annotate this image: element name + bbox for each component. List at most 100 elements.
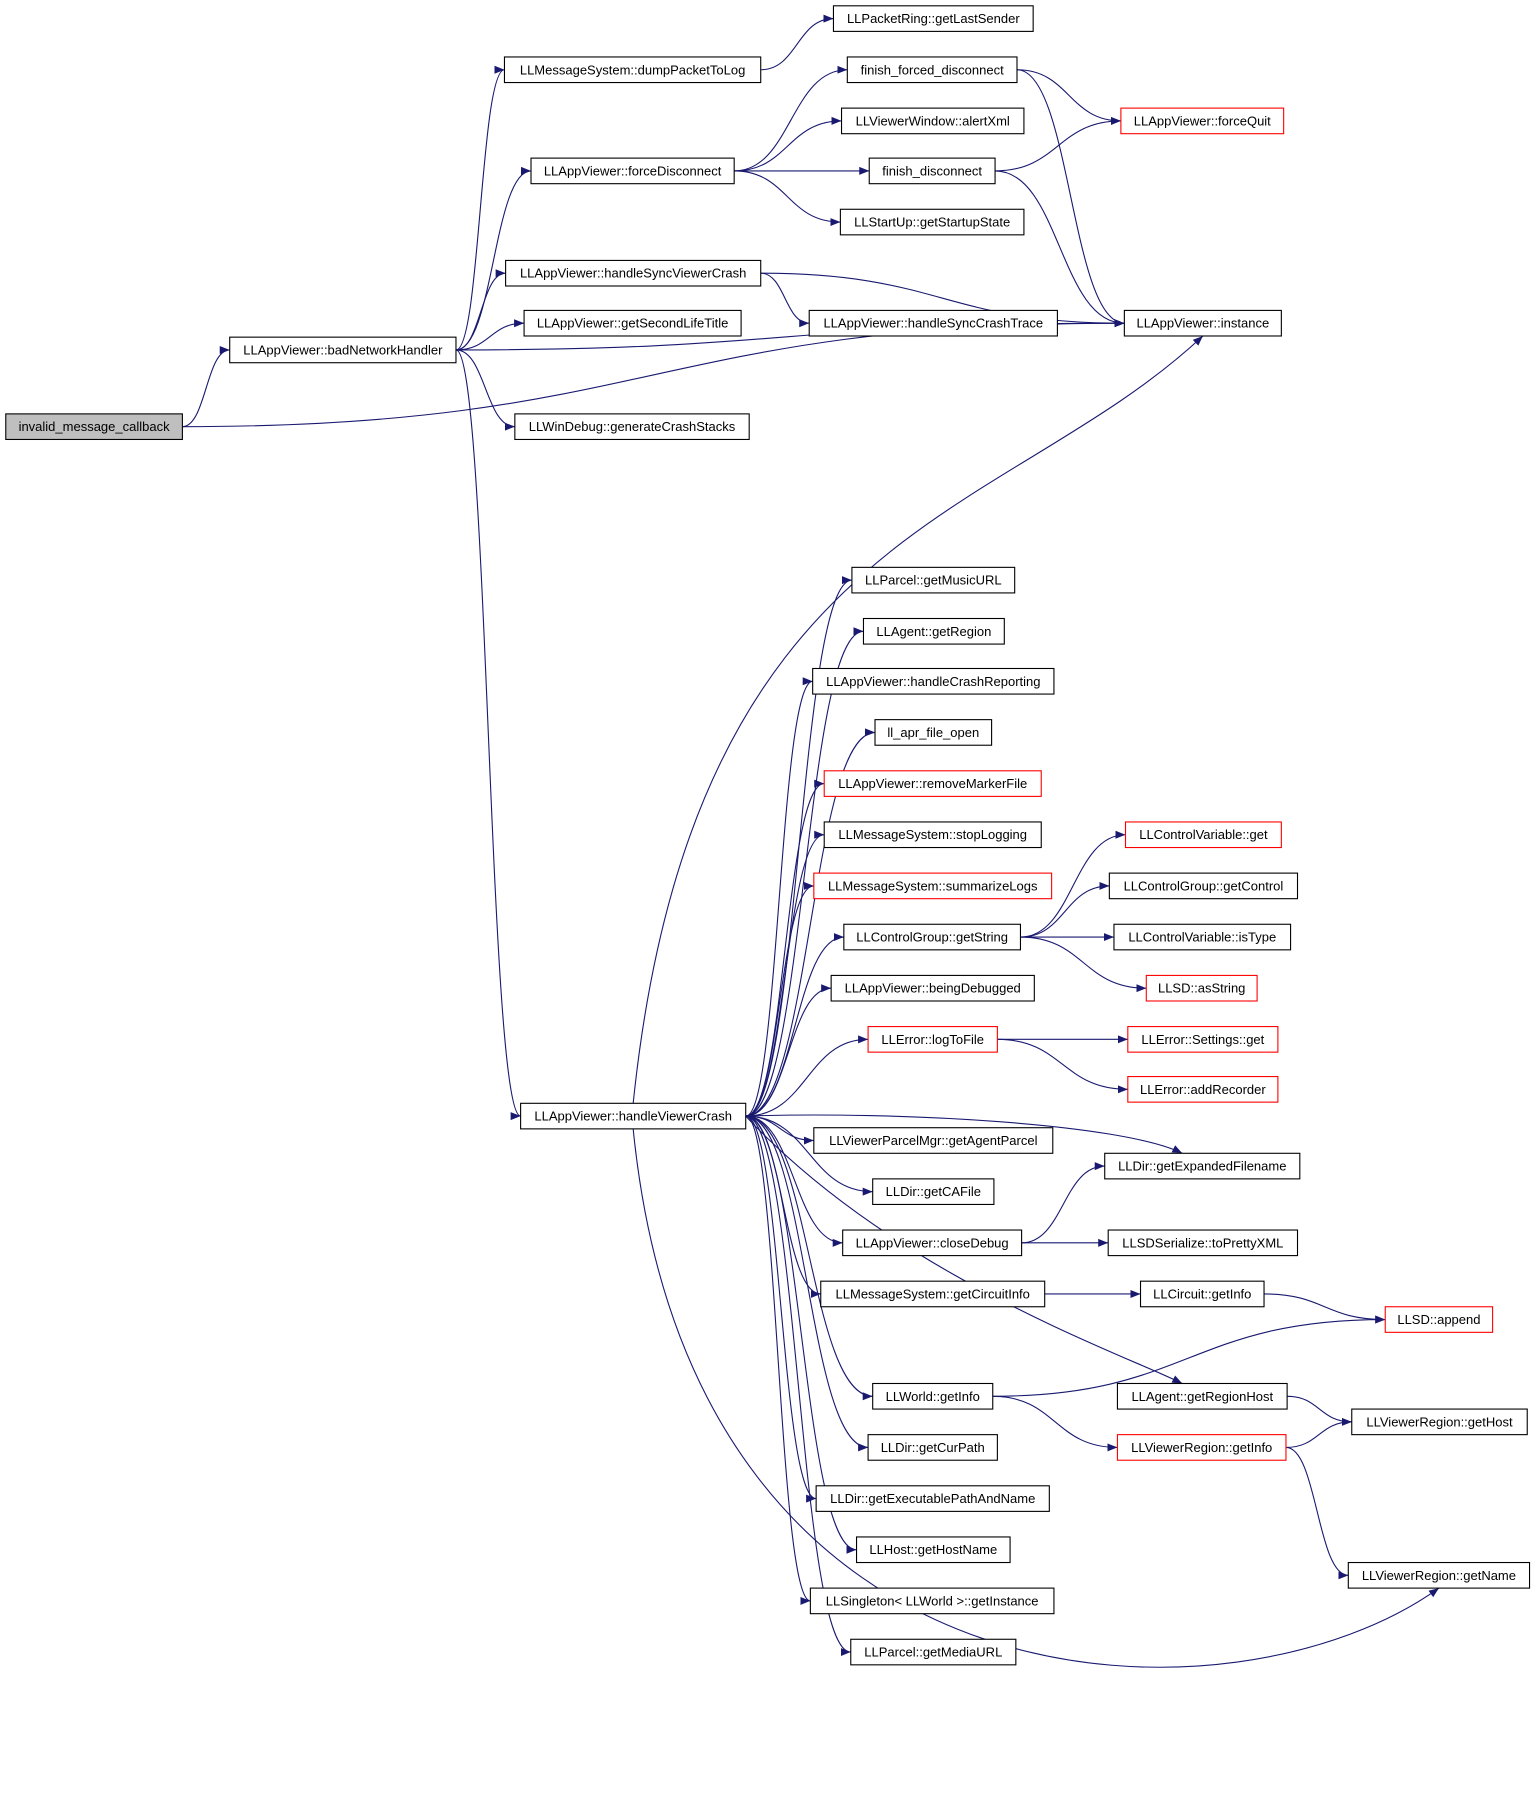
- node-box: [823, 821, 1042, 849]
- node-summarize-logs[interactable]: LLMessageSystem::summarizeLogs: [813, 872, 1053, 900]
- node-world-get-info[interactable]: LLWorld::getInfo: [872, 1382, 994, 1410]
- node-label: LLAppViewer::instance: [1136, 316, 1269, 331]
- node-get-cur-path[interactable]: LLDir::getCurPath: [867, 1434, 998, 1461]
- node-get-executable-path-and-name[interactable]: LLDir::getExecutablePathAndName: [815, 1485, 1050, 1512]
- edge-get-string-to-get-control: [1020, 881, 1110, 938]
- node-get-media-url[interactable]: LLParcel::getMediaURL: [850, 1638, 1017, 1666]
- node-handle-sync-viewer-crash[interactable]: LLAppViewer::handleSyncViewerCrash: [505, 259, 762, 287]
- node-get-control[interactable]: LLControlGroup::getControl: [1108, 872, 1299, 900]
- node-being-debugged[interactable]: LLAppViewer::beingDebugged: [830, 974, 1035, 1002]
- node-label: LLAppViewer::forceQuit: [1134, 113, 1271, 128]
- edge-bad-network-handler-to-handle-viewer-crash: [455, 349, 522, 1120]
- node-label: LLDir::getExpandedFilename: [1118, 1159, 1286, 1174]
- node-alert-xml[interactable]: LLViewerWindow::alertXml: [840, 107, 1025, 135]
- edge-region-get-info-to-get-name: [1285, 1446, 1349, 1580]
- node-get-string[interactable]: LLControlGroup::getString: [843, 923, 1022, 951]
- node-label: LLAppViewer::forceDisconnect: [544, 163, 722, 178]
- node-handle-sync-crash-trace[interactable]: LLAppViewer::handleSyncCrashTrace: [808, 309, 1058, 337]
- node-label: LLSD::append: [1397, 1312, 1480, 1327]
- edge-log-to-file-to-add-recorder: [997, 1038, 1128, 1094]
- node-finish-forced-disconnect[interactable]: finish_forced_disconnect: [846, 56, 1018, 84]
- node-is-type[interactable]: LLControlVariable::isType: [1113, 923, 1292, 951]
- node-box: [1108, 872, 1299, 900]
- node-box: [505, 259, 762, 287]
- node-bad-network-handler[interactable]: LLAppViewer::badNetworkHandler: [229, 336, 457, 364]
- node-ll-apr-file-open[interactable]: ll_apr_file_open: [874, 719, 993, 746]
- edge-handle-viewer-crash-to-get-executable-path-and-name: [745, 1115, 817, 1503]
- node-get-circuit-info[interactable]: LLMessageSystem::getCircuitInfo: [820, 1280, 1046, 1308]
- edge-get-string-to-cv-get: [1020, 830, 1126, 938]
- node-get-agent-parcel[interactable]: LLViewerParcelMgr::getAgentParcel: [813, 1127, 1054, 1154]
- node-box: [1351, 1408, 1528, 1436]
- edge-bad-network-handler-to-get-second-life-title: [455, 319, 525, 351]
- node-get-instance[interactable]: LLSingleton< LLWorld >::getInstance: [809, 1587, 1055, 1615]
- node-get-music-url[interactable]: LLParcel::getMusicURL: [851, 566, 1016, 594]
- node-label: LLMessageSystem::getCircuitInfo: [836, 1286, 1030, 1301]
- edge-bad-network-handler-to-generate-crash-stacks: [455, 349, 515, 431]
- node-label: LLDir::getExecutablePathAndName: [830, 1491, 1035, 1506]
- node-to-pretty-xml[interactable]: LLSDSerialize::toPrettyXML: [1107, 1229, 1299, 1257]
- node-instance[interactable]: LLAppViewer::instance: [1123, 309, 1282, 337]
- node-get-startup-state[interactable]: LLStartUp::getStartupState: [839, 208, 1025, 236]
- node-get-host[interactable]: LLViewerRegion::getHost: [1351, 1408, 1528, 1436]
- edge-finish-forced-disconnect-to-force-quit: [1016, 69, 1121, 125]
- node-label: LLSD::asString: [1158, 981, 1245, 996]
- node-get-host-name[interactable]: LLHost::getHostName: [855, 1536, 1011, 1564]
- node-get-region[interactable]: LLAgent::getRegion: [862, 617, 1005, 645]
- node-dump-packet-to-log[interactable]: LLMessageSystem::dumpPacketToLog: [503, 56, 762, 84]
- node-label: LLPacketRing::getLastSender: [847, 11, 1020, 26]
- node-label: LLViewerRegion::getName: [1362, 1568, 1516, 1583]
- node-remove-marker-file[interactable]: LLAppViewer::removeMarkerFile: [823, 770, 1042, 797]
- node-settings-get[interactable]: LLError::Settings::get: [1127, 1026, 1279, 1053]
- node-handle-viewer-crash[interactable]: LLAppViewer::handleViewerCrash: [520, 1102, 747, 1130]
- node-label: LLMessageSystem::stopLogging: [838, 827, 1027, 842]
- node-box: [1145, 974, 1258, 1002]
- node-generate-crash-stacks[interactable]: LLWinDebug::generateCrashStacks: [514, 413, 750, 441]
- node-box: [867, 1434, 998, 1461]
- node-get-expanded-filename[interactable]: LLDir::getExpandedFilename: [1104, 1152, 1301, 1180]
- node-get-last-sender[interactable]: LLPacketRing::getLastSender: [832, 5, 1034, 32]
- node-label: LLStartUp::getStartupState: [854, 215, 1010, 230]
- node-box: [842, 1229, 1023, 1257]
- node-label: LLAppViewer::beingDebugged: [845, 981, 1021, 996]
- node-box: [1139, 1280, 1265, 1308]
- node-finish-disconnect[interactable]: finish_disconnect: [868, 157, 996, 185]
- node-label: LLSingleton< LLWorld >::getInstance: [826, 1593, 1039, 1608]
- edge-handle-viewer-crash-to-world-get-info: [745, 1115, 873, 1401]
- node-get-name[interactable]: LLViewerRegion::getName: [1347, 1561, 1531, 1589]
- node-box: [1120, 107, 1285, 135]
- node-invalid-message-callback[interactable]: invalid_message_callback: [5, 413, 183, 441]
- node-label: LLViewerRegion::getInfo: [1131, 1440, 1272, 1455]
- node-as-string[interactable]: LLSD::asString: [1145, 974, 1258, 1002]
- node-get-region-host[interactable]: LLAgent::getRegionHost: [1116, 1382, 1288, 1410]
- node-label: LLWinDebug::generateCrashStacks: [529, 419, 736, 434]
- node-add-recorder[interactable]: LLError::addRecorder: [1127, 1076, 1279, 1103]
- node-stop-logging[interactable]: LLMessageSystem::stopLogging: [823, 821, 1042, 849]
- node-append[interactable]: LLSD::append: [1384, 1306, 1494, 1333]
- node-get-second-life-title[interactable]: LLAppViewer::getSecondLifeTitle: [523, 309, 742, 337]
- node-get-cafile[interactable]: LLDir::getCAFile: [872, 1178, 995, 1205]
- node-circuit-get-info[interactable]: LLCircuit::getInfo: [1139, 1280, 1265, 1308]
- node-box: [830, 974, 1035, 1002]
- edge-handle-viewer-crash-to-get-host-name: [745, 1115, 857, 1554]
- node-force-disconnect[interactable]: LLAppViewer::forceDisconnect: [530, 157, 735, 185]
- edge-handle-viewer-crash-to-summarize-logs: [745, 881, 814, 1117]
- node-region-get-info[interactable]: LLViewerRegion::getInfo: [1116, 1434, 1287, 1461]
- node-label: ll_apr_file_open: [887, 725, 979, 740]
- node-cv-get[interactable]: LLControlVariable::get: [1124, 821, 1282, 849]
- node-label: LLViewerParcelMgr::getAgentParcel: [829, 1133, 1037, 1148]
- node-box: [855, 1536, 1011, 1564]
- node-box: [808, 309, 1058, 337]
- node-label: LLDir::getCurPath: [881, 1440, 985, 1455]
- node-close-debug[interactable]: LLAppViewer::closeDebug: [842, 1229, 1023, 1257]
- node-force-quit[interactable]: LLAppViewer::forceQuit: [1120, 107, 1285, 135]
- node-log-to-file[interactable]: LLError::logToFile: [867, 1026, 998, 1053]
- node-label: LLWorld::getInfo: [886, 1389, 980, 1404]
- edge-invalid-message-callback-to-bad-network-handler: [182, 345, 230, 428]
- edge-bad-network-handler-to-handle-sync-viewer-crash: [455, 269, 506, 351]
- node-label: LLSDSerialize::toPrettyXML: [1122, 1235, 1283, 1250]
- node-handle-crash-reporting[interactable]: LLAppViewer::handleCrashReporting: [812, 667, 1055, 695]
- edge-handle-viewer-crash-to-close-debug: [745, 1115, 843, 1247]
- node-label: LLHost::getHostName: [869, 1542, 997, 1557]
